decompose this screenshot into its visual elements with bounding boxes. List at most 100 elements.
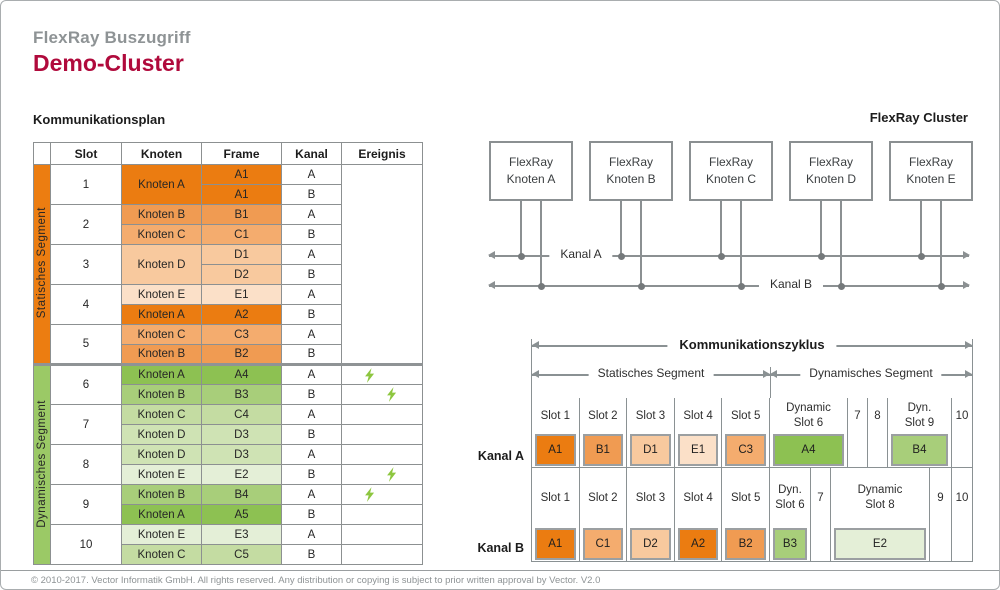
frame-cell: E3 [201, 524, 282, 545]
node-label-line1: FlexRay [708, 154, 753, 169]
knoten-cell: Knoten E [121, 284, 202, 305]
lightning-icon [365, 367, 375, 383]
knoten-cell: Knoten A [121, 363, 202, 385]
cycle-slot: 7 [811, 468, 831, 561]
cycle-span-arrow: Kommunikationszyklus [532, 337, 972, 352]
page-pretitle: FlexRay Buszugriff [33, 28, 191, 47]
ereignis-cell [341, 484, 423, 505]
knoten-cell: Knoten C [121, 544, 202, 565]
cycle-diagram: Kommunikationszyklus Statisches Segment … [477, 337, 973, 562]
cycle-slot: Slot 3 D1 [627, 398, 675, 467]
cycle-slot: 7 [848, 398, 868, 467]
bus-tap-dot [717, 252, 725, 260]
connector-line [940, 201, 942, 285]
slot-number-cell: 9 [50, 484, 122, 525]
cycle-slot-label: Slot 2 [588, 409, 618, 422]
bus-tap-dot [817, 252, 825, 260]
cycle-frame-box: B4 [890, 434, 948, 466]
bus-tap-dot [737, 282, 745, 290]
ereignis-cell [341, 404, 423, 425]
bus-tap-dot [537, 282, 545, 290]
slot-number-cell: 8 [50, 444, 122, 485]
frame-cell: A1 [201, 164, 282, 185]
footer-divider [1, 570, 999, 571]
cycle-slot-label: Slot 3 [635, 409, 666, 422]
cycle-slot-label: Dyn. Slot 6 [775, 484, 805, 511]
knoten-cell: Knoten B [121, 484, 202, 505]
kanal-a-bus-label: Kanal A [549, 247, 613, 261]
knoten-cell: Knoten A [121, 504, 202, 525]
frame-cell: C5 [201, 544, 282, 565]
kanal-cell: B [281, 264, 342, 285]
cycle-kanal-a-label: Kanal A [477, 449, 524, 463]
column-header: Ereignis [341, 142, 423, 165]
bus-tap-dot [617, 252, 625, 260]
frame-cell: D3 [201, 444, 282, 465]
node-label-line1: FlexRay [808, 154, 853, 169]
kanal-cell: A [281, 164, 342, 185]
frame-cell: B2 [201, 344, 282, 365]
kanal-cell: A [281, 444, 342, 465]
kanal-cell: B [281, 424, 342, 445]
cycle-frame-box: A1 [535, 434, 576, 466]
cycle-frame-box: D1 [630, 434, 671, 466]
kanal-cell: A [281, 524, 342, 545]
kanal-cell: B [281, 504, 342, 525]
connector-line [540, 201, 542, 285]
lightning-icon [387, 467, 397, 482]
cycle-slot-label: 10 [955, 409, 969, 422]
frame-cell: A2 [201, 304, 282, 325]
frame-cell: D1 [201, 244, 282, 265]
cycle-frame-box: C3 [725, 434, 766, 466]
cycle-slot: 10 [952, 398, 972, 467]
knoten-cell: Knoten E [121, 524, 202, 545]
cycle-slot-label: Slot 5 [730, 409, 761, 422]
cycle-slot: 9 [930, 468, 952, 561]
static-segment-arrow: Statisches Segment [532, 366, 770, 380]
frame-cell: D2 [201, 264, 282, 285]
knoten-cell: Knoten C [121, 324, 202, 345]
knoten-cell: Knoten C [121, 224, 202, 245]
knoten-cell: Knoten A [121, 164, 202, 205]
slot-number-cell: 4 [50, 284, 122, 325]
connector-line [520, 201, 522, 255]
slot-number-cell: 6 [50, 363, 122, 405]
cycle-slot-label: 8 [874, 409, 881, 422]
cycle-frame-box: A4 [772, 434, 844, 466]
frame-cell: B1 [201, 204, 282, 225]
kanal-cell: A [281, 324, 342, 345]
cycle-slot-label: 7 [817, 491, 824, 504]
node-label-line2: Knoten D [805, 172, 857, 186]
cycle-slot: 10 [952, 468, 972, 561]
bus-tap-dot [837, 282, 845, 290]
kanal-cell: B [281, 544, 342, 565]
frame-cell: A5 [201, 504, 282, 525]
cycle-slot-label: Dynamic Slot 8 [857, 484, 903, 511]
frame-cell: E1 [201, 284, 282, 305]
cycle-frame-box: B3 [772, 528, 807, 560]
cycle-title: Kommunikationszyklus [667, 337, 837, 352]
knoten-cell: Knoten E [121, 464, 202, 485]
